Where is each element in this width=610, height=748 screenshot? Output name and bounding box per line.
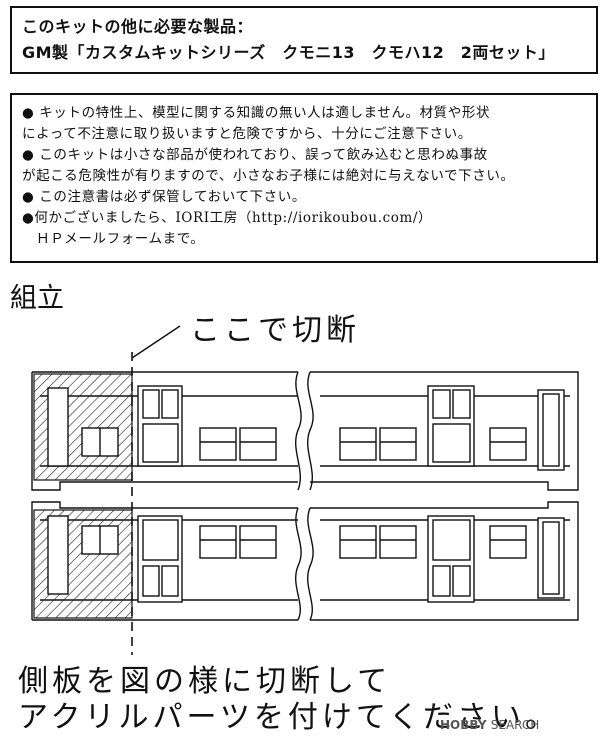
watermark: HOBBY SEARCH (440, 718, 539, 732)
caution-line-3: ● このキットは小さな部品が使われており、誤って飲み込むと思わぬ事故 (22, 147, 488, 163)
assembly-instruction: 側板を図の様に切断して アクリルパーツを付けてください。 (18, 664, 559, 736)
cut-leader-line (131, 325, 181, 359)
caution-line-2: によって不注意に取り扱いますと危険ですから、十分にご注意下さい。 (22, 126, 472, 142)
cut-here-label: ここで切断 (190, 313, 360, 348)
caution-line-7: ＨＰメールフォームまで。 (22, 231, 205, 247)
watermark-brand: HOBBY (440, 718, 487, 732)
required-product-name: GM製「カスタムキットシリーズ クモニ13 クモハ12 2両セット」 (22, 43, 555, 62)
required-products-box: このキットの他に必要な製品： GM製「カスタムキットシリーズ クモニ13 クモハ… (10, 6, 598, 74)
required-products-title: このキットの他に必要な製品： (22, 17, 254, 36)
cautions-box: ● キットの特性上、模型に関する知識の無い人は適しません。材質や形状 によって不… (10, 93, 598, 263)
upper-panel-windows (47, 385, 565, 471)
instruction-line-2: アクリルパーツを付けてください。 (18, 700, 559, 735)
instruction-line-1: 側板を図の様に切断して (18, 664, 392, 699)
watermark-word: SEARCH (490, 718, 540, 732)
caution-line-4: が起こる危険性が有りますので、小さなお子様には絶対に与えないで下さい。 (22, 168, 515, 184)
caution-line-1: ● キットの特性上、模型に関する知識の無い人は適しません。材質や形状 (22, 105, 491, 121)
caution-line-6: ●何かございましたら、IORI工房（http://iorikoubou.com/… (22, 210, 433, 226)
lower-panel-windows (47, 515, 565, 603)
caution-line-5: ● この注意書は必ず保管しておいて下さい。 (22, 189, 306, 205)
assembly-heading: 組立 (10, 283, 64, 314)
